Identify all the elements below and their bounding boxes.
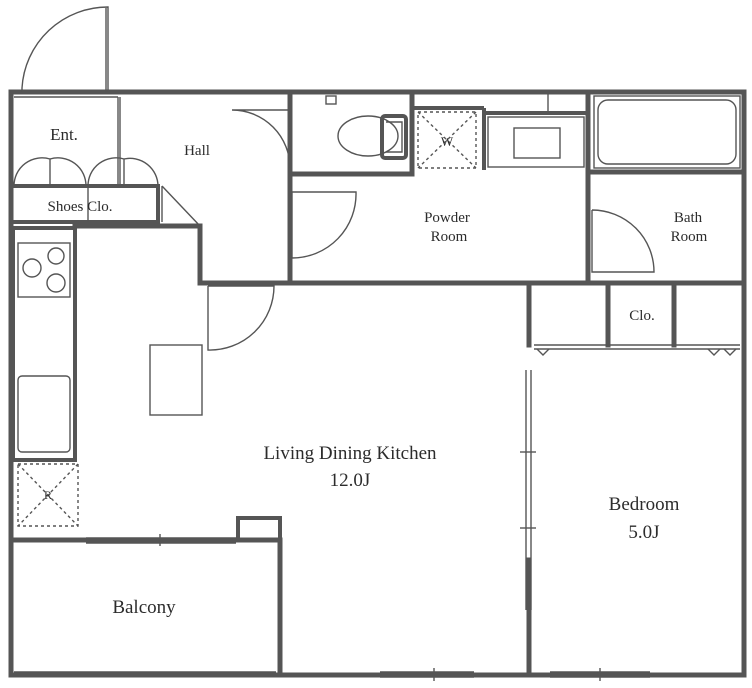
washer-pan-icon <box>417 111 477 169</box>
balcony-window <box>86 534 236 546</box>
kitchen-counter <box>11 226 77 462</box>
kitchen-cabinet <box>149 344 203 416</box>
label-shoe-closet: Shoes Clo. <box>47 199 112 215</box>
ldk-window <box>380 668 474 681</box>
label-bedroom-size: 5.0J <box>628 522 659 543</box>
label-ldk-size: 12.0J <box>330 470 371 491</box>
label-powder-room-1: Powder <box>424 210 470 226</box>
interior-walls <box>8 89 747 678</box>
bathtub-icon <box>593 95 741 169</box>
label-bedroom-name: Bedroom <box>609 494 680 515</box>
pillar <box>236 516 282 542</box>
label-refrigerator: R <box>44 488 52 502</box>
label-balcony: Balcony <box>112 597 176 618</box>
bedroom-sliding-door <box>520 370 536 610</box>
label-ldk-name: Living Dining Kitchen <box>263 443 437 464</box>
bedroom-window <box>550 668 650 681</box>
bath-door <box>591 209 655 273</box>
label-powder-room-2: Room <box>431 229 468 245</box>
vanity-sink-icon <box>487 116 585 168</box>
entrance-step <box>14 96 121 186</box>
outer-walls <box>8 89 747 678</box>
label-bath-room-1: Bath <box>674 210 703 226</box>
toilet-icon <box>325 95 408 160</box>
label-bath-room-2: Room <box>671 229 708 245</box>
label-washer: W <box>441 134 454 149</box>
shoe-closet <box>9 157 201 227</box>
label-hall: Hall <box>184 143 210 159</box>
refrigerator-icon <box>17 463 79 527</box>
powder-room-door <box>291 191 357 259</box>
toilet-door <box>231 109 291 169</box>
label-closet: Clo. <box>629 308 654 324</box>
entrance-door <box>21 6 109 92</box>
label-entrance: Ent. <box>50 125 78 144</box>
ldk-door <box>207 285 275 351</box>
closet-hangers <box>536 348 737 356</box>
